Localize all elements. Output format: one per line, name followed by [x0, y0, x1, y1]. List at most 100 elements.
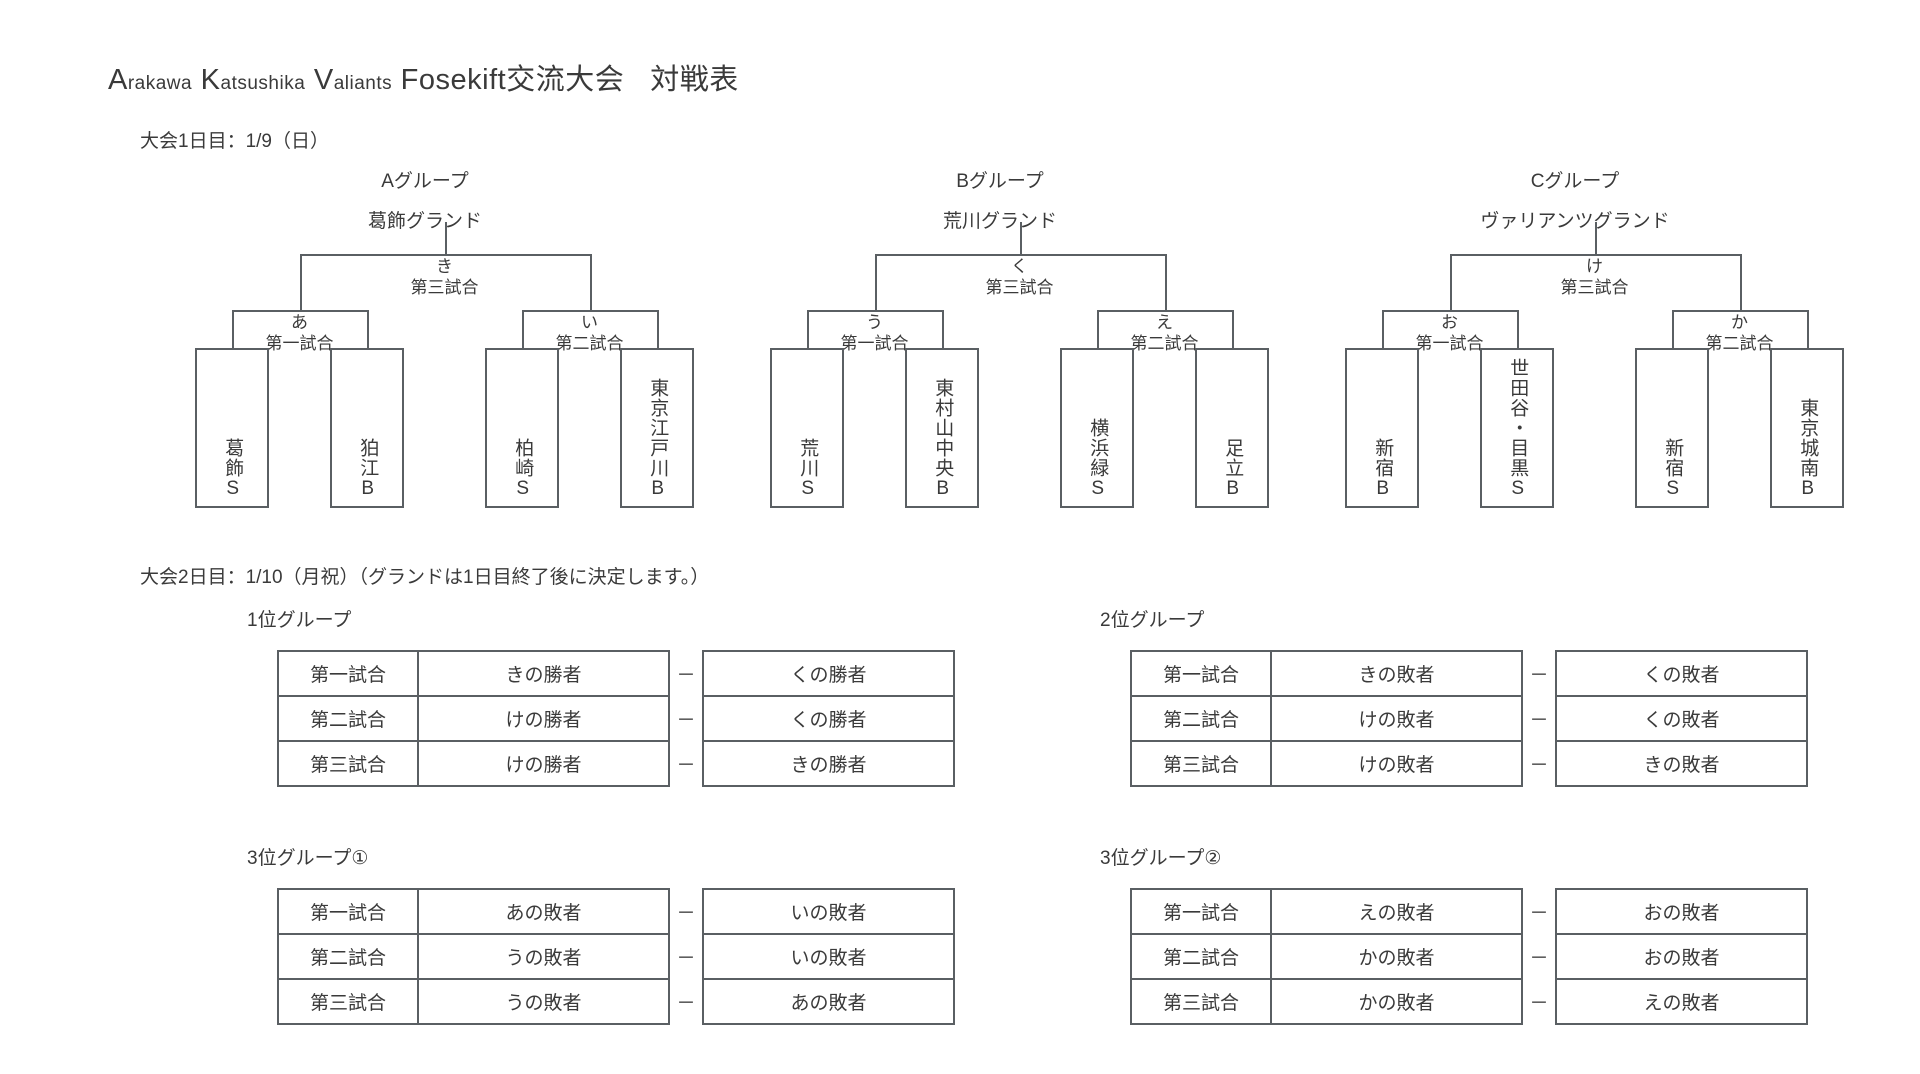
- bracket-bar-semi-2-2: [1097, 310, 1232, 312]
- match-left-team-cell[interactable]: けの敗者: [1270, 695, 1523, 742]
- match-right-team-cell[interactable]: いの敗者: [702, 888, 955, 935]
- versus-dash: －: [676, 755, 696, 776]
- team-box[interactable]: 狛江B: [330, 348, 404, 508]
- table-row: 第三試合けの敗者 － きの敗者: [1130, 740, 1808, 787]
- bracket-stem-right-3-1: [1517, 310, 1519, 348]
- match-order-cell: 第三試合: [1130, 978, 1272, 1025]
- table-row: 第二試合うの敗者－いの敗者: [277, 933, 955, 980]
- group-name-2: Bグループ: [956, 171, 1044, 192]
- versus-dash: －: [1529, 710, 1549, 731]
- team-box[interactable]: 東京江戸川B: [620, 348, 694, 508]
- bracket-stem-right-1-2: [657, 310, 659, 348]
- match-right-team-cell[interactable]: くの敗者: [1555, 650, 1808, 697]
- team-box[interactable]: 荒川S: [770, 348, 844, 508]
- match-left-team-cell[interactable]: かの敗者: [1270, 978, 1523, 1025]
- match-right-team-cell[interactable]: おの敗者: [1555, 888, 1808, 935]
- versus-dash: －: [1529, 948, 1549, 969]
- team-box[interactable]: 東京城南B: [1770, 348, 1844, 508]
- match-left-team-cell[interactable]: きの敗者: [1270, 650, 1523, 697]
- team-name: 足立B: [1222, 438, 1244, 500]
- table-row: 第二試合けの勝者－くの勝者: [277, 695, 955, 742]
- versus-dash: －: [1529, 665, 1549, 686]
- match-right-team-cell[interactable]: くの勝者: [702, 650, 955, 697]
- match-order-cell: 第一試合: [1130, 888, 1272, 935]
- match-node-semi-3-2: か第二試合: [1706, 312, 1774, 355]
- team-box[interactable]: 東村山中央B: [905, 348, 979, 508]
- team-box[interactable]: 新宿S: [1635, 348, 1709, 508]
- match-key: か: [1731, 313, 1748, 332]
- team-box[interactable]: 葛飾S: [195, 348, 269, 508]
- match-right-team-cell[interactable]: えの敗者: [1555, 978, 1808, 1025]
- bracket-stem-final-right-2: [1164, 254, 1167, 310]
- match-node-semi-1-2: い第二試合: [556, 312, 624, 355]
- table-title-3: 3位グループ①: [247, 848, 369, 869]
- team-name: 新宿S: [1662, 438, 1684, 500]
- team-box[interactable]: 新宿B: [1345, 348, 1419, 508]
- match-left-team-cell[interactable]: えの敗者: [1270, 888, 1523, 935]
- title-part-v-cap: V: [313, 64, 334, 96]
- match-right-team-cell[interactable]: おの敗者: [1555, 933, 1808, 980]
- match-left-team-cell[interactable]: かの敗者: [1270, 933, 1523, 980]
- match-table-3: 第一試合あの敗者－いの敗者第二試合うの敗者－いの敗者第三試合うの敗者－あの敗者: [277, 888, 955, 1025]
- team-name: 葛飾S: [222, 438, 244, 500]
- team-box[interactable]: 世田谷・目黒S: [1480, 348, 1554, 508]
- bracket-bar-semi-1-1: [232, 310, 367, 312]
- match-node-final-3: け第三試合: [1561, 256, 1629, 299]
- bracket-bar-semi-3-1: [1382, 310, 1517, 312]
- match-left-team-cell[interactable]: けの敗者: [1270, 740, 1523, 787]
- match-left-team-cell[interactable]: きの勝者: [417, 650, 670, 697]
- match-left-team-cell[interactable]: あの敗者: [417, 888, 670, 935]
- bracket-stem-left-1-2: [522, 310, 524, 348]
- match-node-semi-2-1: う第一試合: [841, 312, 909, 355]
- bracket-stem-right-3-2: [1807, 310, 1809, 348]
- table-row: 第三試合かの敗者－えの敗者: [1130, 978, 1808, 1025]
- match-order: 第一試合: [840, 334, 909, 354]
- team-name: 東京城南B: [1797, 398, 1819, 500]
- page-title: Arakawa Katsushika Valiants Fosekift交流大会…: [108, 56, 739, 98]
- team-box[interactable]: 足立B: [1195, 348, 1269, 508]
- match-right-team-cell[interactable]: いの敗者: [702, 933, 955, 980]
- match-right-team-cell[interactable]: きの勝者: [702, 740, 955, 787]
- title-doc-type: 対戦表: [650, 64, 739, 96]
- match-right-team-cell[interactable]: きの敗者: [1555, 740, 1808, 787]
- versus-dash: －: [676, 903, 696, 924]
- match-right-team-cell[interactable]: あの敗者: [702, 978, 955, 1025]
- match-left-team-cell[interactable]: うの敗者: [417, 978, 670, 1025]
- match-left-team-cell[interactable]: うの敗者: [417, 933, 670, 980]
- match-node-final-2: く第三試合: [986, 256, 1054, 299]
- match-left-team-cell[interactable]: けの勝者: [417, 695, 670, 742]
- bracket-bar-final-3: [1449, 254, 1740, 256]
- match-order-cell: 第一試合: [277, 888, 419, 935]
- match-right-team-cell[interactable]: くの勝者: [702, 695, 955, 742]
- table-row: 第二試合けの敗者－くの敗者: [1130, 695, 1808, 742]
- team-box[interactable]: 柏崎S: [485, 348, 559, 508]
- bracket-stem-right-2-1: [942, 310, 944, 348]
- bracket-stem-left-1-1: [232, 310, 234, 348]
- match-order-cell: 第三試合: [1130, 740, 1272, 787]
- match-key: あ: [291, 313, 308, 332]
- match-node-semi-3-1: お第一試合: [1416, 312, 1484, 355]
- team-name: 狛江B: [357, 438, 379, 500]
- match-order-cell: 第一試合: [277, 650, 419, 697]
- team-box[interactable]: 横浜緑S: [1060, 348, 1134, 508]
- table-row: 第一試合えの敗者－おの敗者: [1130, 888, 1808, 935]
- match-table-1: 第一試合きの勝者－くの勝者第二試合けの勝者－くの勝者第三試合けの勝者－きの勝者: [277, 650, 955, 787]
- group-venue-2: 荒川グランド: [942, 211, 1058, 232]
- match-right-team-cell[interactable]: くの敗者: [1555, 695, 1808, 742]
- team-name: 東村山中央B: [932, 378, 954, 500]
- bracket-stem-final-left-1: [299, 254, 302, 310]
- match-left-team-cell[interactable]: けの勝者: [417, 740, 670, 787]
- title-part-k-cap: K: [200, 64, 221, 96]
- match-order: 第三試合: [410, 278, 479, 298]
- team-name: 世田谷・目黒S: [1507, 358, 1529, 500]
- match-node-semi-1-1: あ第一試合: [266, 312, 334, 355]
- team-name: 荒川S: [797, 438, 819, 500]
- bracket-bar-final-2: [874, 254, 1165, 256]
- bracket-stem-venue-2: [1019, 222, 1022, 254]
- bracket-bar-final-1: [299, 254, 590, 256]
- match-order: 第二試合: [555, 334, 624, 354]
- match-key: き: [436, 257, 453, 276]
- match-key: い: [581, 313, 598, 332]
- versus-dash: －: [1529, 755, 1549, 776]
